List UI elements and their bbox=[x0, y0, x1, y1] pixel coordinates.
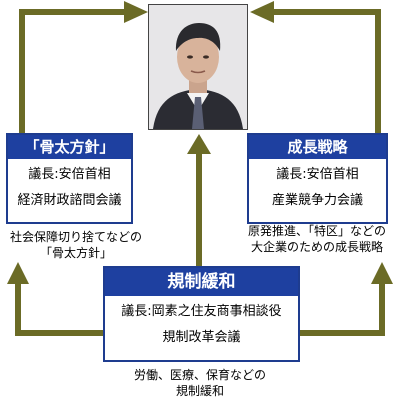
arrow-seicho-to-photo bbox=[270, 9, 381, 133]
honebuto-chair: 議長:安倍首相 bbox=[28, 167, 111, 182]
caption-bottom-line2: 規制緩和 bbox=[175, 384, 224, 398]
caption-right-line1: 原発推進、「特区」などの bbox=[247, 224, 386, 238]
honebuto-council: 経済財政諮問会議 bbox=[17, 193, 122, 208]
arrow-honebuto-to-photo bbox=[19, 9, 128, 133]
caption-bottom: 労働、医療、保育などの 規制緩和 bbox=[110, 367, 290, 399]
kisei-box: 規制緩和 議長:岡素之住友商事相談役 規制改革会議 bbox=[103, 266, 300, 362]
seicho-council: 産業競争力会議 bbox=[271, 193, 363, 208]
caption-left-line2: 「骨太方針」 bbox=[39, 246, 112, 260]
honebuto-title: 「骨太方針」 bbox=[8, 135, 131, 159]
seicho-box: 成長戦略 議長:安倍首相 産業競争力会議 bbox=[247, 133, 388, 224]
caption-bottom-line1: 労働、医療、保育などの bbox=[133, 368, 266, 382]
arrowhead-right-up bbox=[371, 262, 393, 284]
caption-left-line1: 社会保障切り捨てなどの bbox=[9, 230, 142, 244]
seicho-title: 成長戦略 bbox=[249, 135, 386, 159]
portrait-figure bbox=[149, 5, 247, 129]
caption-right-line2: 大企業のための成長戦略 bbox=[250, 240, 383, 254]
arrowhead-center-up bbox=[187, 134, 211, 154]
arrow-kisei-to-seicho bbox=[300, 282, 385, 336]
arrowhead-left-top bbox=[124, 1, 148, 23]
kisei-council: 規制改革会議 bbox=[162, 330, 241, 345]
caption-right: 原発推進、「特区」などの 大企業のための成長戦略 bbox=[234, 223, 400, 255]
seicho-chair: 議長:安倍首相 bbox=[276, 167, 359, 182]
portrait-photo bbox=[148, 4, 248, 130]
kisei-title: 規制緩和 bbox=[105, 268, 298, 296]
arrowhead-left-up bbox=[7, 262, 29, 284]
caption-left: 社会保障切り捨てなどの 「骨太方針」 bbox=[0, 229, 152, 261]
arrowhead-right-top bbox=[250, 1, 274, 23]
honebuto-box: 「骨太方針」 議長:安倍首相 経済財政諮問会議 bbox=[6, 133, 133, 224]
arrow-kisei-to-honebuto bbox=[15, 282, 103, 336]
kisei-chair: 議長:岡素之住友商事相談役 bbox=[121, 304, 282, 319]
